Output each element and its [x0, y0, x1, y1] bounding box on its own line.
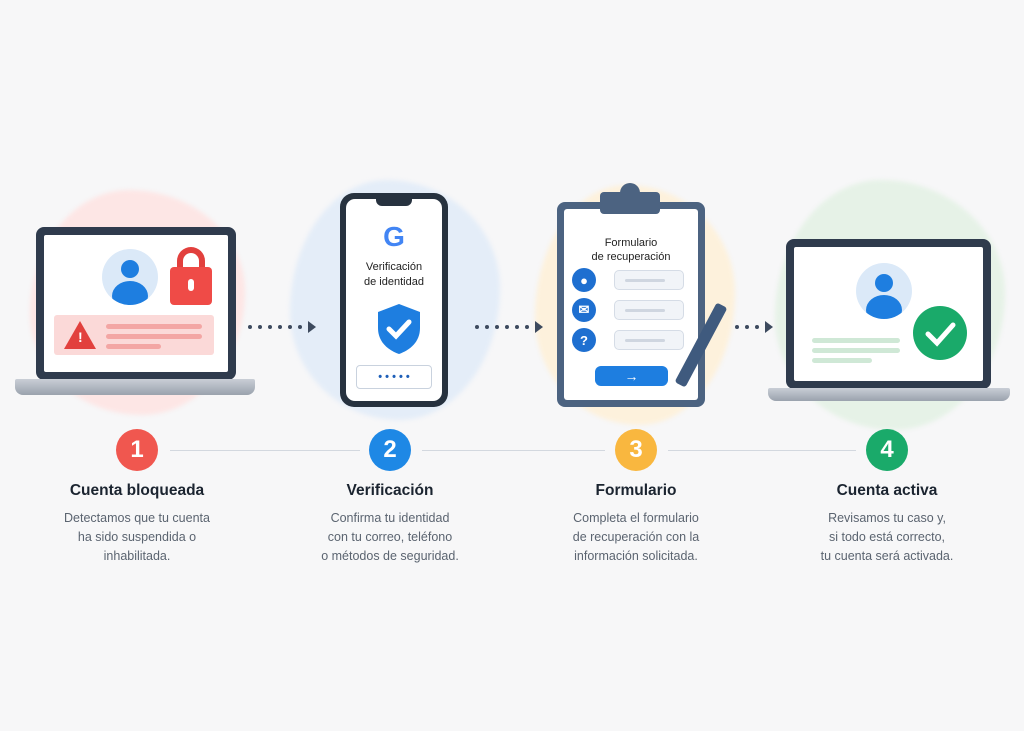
phone-heading: Verificación: [365, 261, 423, 273]
form-heading-2: de recuperación: [591, 251, 671, 263]
question-icon: ?: [572, 328, 596, 352]
email-field[interactable]: [614, 300, 684, 320]
step-1-title: Cuenta bloqueada: [69, 482, 205, 499]
mail-icon: ✉: [572, 298, 596, 322]
form-heading: Formulario: [604, 237, 658, 249]
connector-3-4: [668, 450, 856, 451]
warning-icon: [64, 321, 96, 349]
phone: G Verificación de identidad • • • • •: [340, 193, 448, 407]
google-logo: G: [383, 221, 405, 252]
check-circle-icon: [913, 306, 967, 360]
step-3-badge: 3: [615, 429, 657, 471]
shield-check-icon: [378, 304, 420, 354]
phone-heading-2: de identidad: [364, 276, 424, 288]
connector-1-2: [170, 450, 360, 451]
submit-button[interactable]: →: [595, 366, 668, 386]
arrow-3-4: [735, 321, 773, 333]
step-2-title: Verificación: [346, 482, 434, 499]
clipboard-clip: [600, 192, 660, 214]
step-1-badge: 1: [116, 429, 158, 471]
user-icon: ●: [572, 268, 596, 292]
user-avatar-icon: [102, 249, 158, 305]
alert-banner: !: [54, 315, 214, 355]
name-field[interactable]: [614, 270, 684, 290]
step-4-title: Cuenta activa: [836, 482, 938, 499]
step-4-badge: 4: [866, 429, 908, 471]
pin-input[interactable]: • • • • •: [356, 365, 432, 389]
arrow-1-2: [248, 321, 316, 333]
recovery-form-clipboard: Formulario de recuperación ● ✉ ? →: [557, 202, 705, 407]
step-4-desc: Revisamos tu caso y,si todo está correct…: [820, 511, 954, 563]
connector-2-3: [422, 450, 605, 451]
question-field[interactable]: [614, 330, 684, 350]
step-2-badge: 2: [369, 429, 411, 471]
arrow-2-3: [475, 321, 543, 333]
user-avatar-icon: [856, 263, 912, 319]
step-3-title: Formulario: [595, 482, 677, 499]
